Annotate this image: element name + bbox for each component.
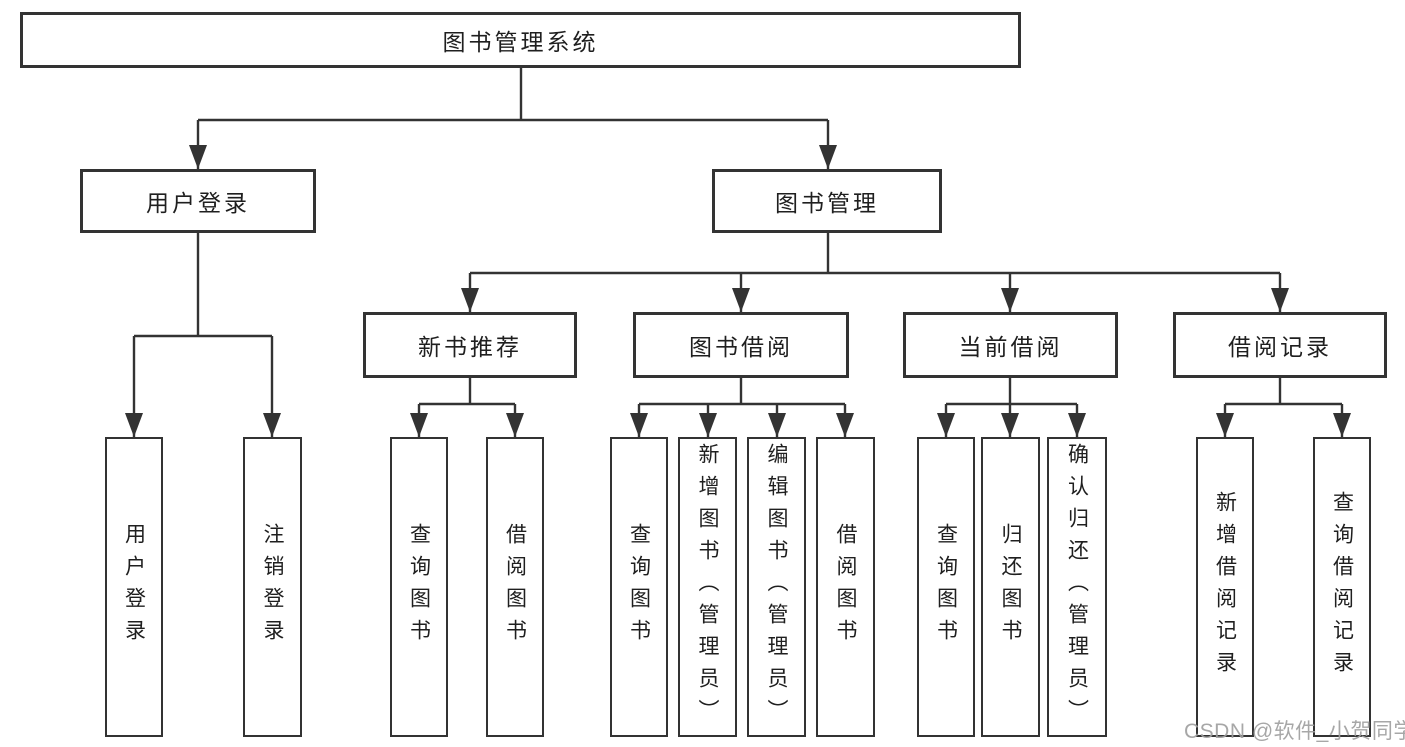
node-label: 新书推荐 [418, 334, 522, 360]
leaf-label: 用户登录 [122, 523, 146, 651]
leaf-borrow-books-2: 借阅图书 [816, 437, 875, 737]
node-label: 用户登录 [146, 190, 250, 216]
leaf-add-book-admin: 新增图书（管理员） [678, 437, 737, 737]
node-label: 图书管理 [775, 190, 879, 216]
node-label: 借阅记录 [1228, 334, 1332, 360]
leaf-query-borrow-record: 查询借阅记录 [1313, 437, 1371, 737]
node-borrowing-records: 借阅记录 [1173, 312, 1387, 378]
leaf-label: 查询借阅记录 [1330, 491, 1354, 683]
node-label: 当前借阅 [958, 334, 1063, 360]
leaf-label: 查询图书 [407, 523, 431, 651]
leaf-label: 归还图书 [999, 523, 1022, 651]
leaf-label: 查询图书 [627, 523, 651, 651]
leaf-query-books-1: 查询图书 [390, 437, 448, 737]
leaf-confirm-return-admin: 确认归还（管理员） [1047, 437, 1107, 737]
leaf-label: 查询图书 [934, 523, 958, 651]
node-current-borrowing: 当前借阅 [903, 312, 1118, 378]
leaf-borrow-books-1: 借阅图书 [486, 437, 544, 737]
leaf-query-books-2: 查询图书 [610, 437, 668, 737]
leaf-label: 注销登录 [261, 523, 284, 651]
leaf-label: 编辑图书（管理员） [765, 443, 788, 731]
node-book-borrowing: 图书借阅 [633, 312, 849, 378]
leaf-user-login: 用户登录 [105, 437, 163, 737]
node-user-login: 用户登录 [80, 169, 316, 233]
csdn-watermark: CSDN @软件_小贺同学 [1184, 720, 1405, 743]
leaf-return-book: 归还图书 [981, 437, 1040, 737]
node-new-book-recommendation: 新书推荐 [363, 312, 577, 378]
leaf-add-borrow-record: 新增借阅记录 [1196, 437, 1254, 737]
leaf-label: 确认归还（管理员） [1065, 443, 1089, 731]
leaf-label: 借阅图书 [503, 523, 527, 651]
leaf-edit-book-admin: 编辑图书（管理员） [747, 437, 806, 737]
leaf-query-books-3: 查询图书 [917, 437, 975, 737]
node-library-management-system: 图书管理系统 [20, 12, 1021, 68]
node-label: 图书借阅 [689, 334, 793, 360]
node-book-management: 图书管理 [712, 169, 942, 233]
leaf-label: 借阅图书 [834, 523, 857, 651]
node-label: 图书管理系统 [442, 29, 599, 55]
leaf-label: 新增图书（管理员） [696, 443, 719, 731]
leaf-logout: 注销登录 [243, 437, 302, 737]
leaf-label: 新增借阅记录 [1213, 491, 1237, 683]
edge-trunks [134, 68, 1342, 406]
